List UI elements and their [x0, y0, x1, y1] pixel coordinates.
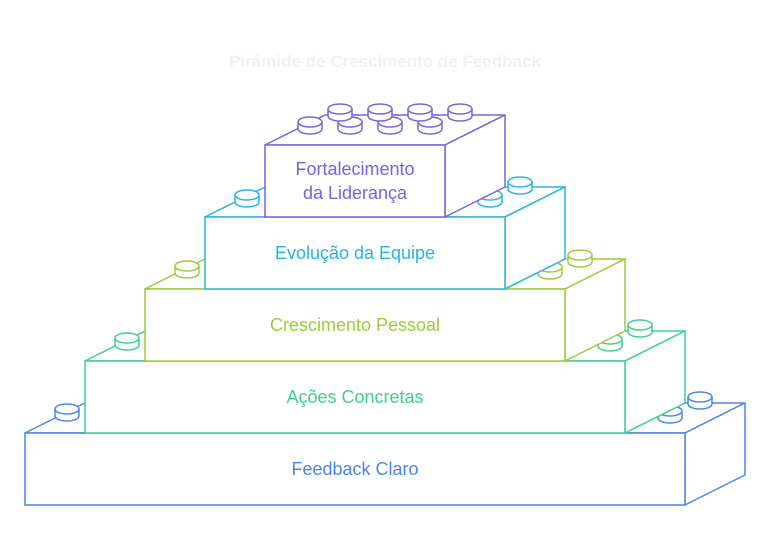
brick-stud	[627, 319, 653, 338]
brick-stud	[234, 189, 260, 208]
brick-fortalecimento-lideranca: Fortalecimento da Liderança	[264, 103, 506, 218]
brick-label: Fortalecimento da Liderança	[295, 159, 414, 203]
brick-stud	[367, 103, 393, 122]
brick-label: Evolução da Equipe	[275, 243, 435, 263]
brick-stud	[407, 103, 433, 122]
brick-stud	[567, 249, 593, 268]
brick-stud	[447, 103, 473, 122]
brick-front-face	[204, 216, 506, 290]
brick-stud	[337, 116, 363, 135]
brick-label: Crescimento Pessoal	[270, 315, 440, 335]
page-title: Pirâmide de Crescimento de Feedback	[229, 52, 541, 71]
brick-label-line: Evolução da Equipe	[275, 243, 435, 263]
brick-label: Ações Concretas	[286, 387, 423, 407]
brick-stud	[297, 116, 323, 135]
brick-front-face	[84, 360, 626, 434]
brick-stack: Feedback Claro Ações Concretas Crescimento…	[24, 103, 746, 506]
brick-front-face	[144, 288, 566, 362]
brick-label-line: da Liderança	[303, 183, 408, 203]
brick-front-face	[264, 144, 446, 218]
brick-stud	[174, 260, 200, 279]
brick-stud	[327, 103, 353, 122]
brick-label-line: Ações Concretas	[286, 387, 423, 407]
brick-label: Feedback Claro	[291, 459, 418, 479]
brick-stud	[114, 332, 140, 351]
brick-stud	[54, 403, 80, 422]
brick-label-line: Fortalecimento	[295, 159, 414, 179]
brick-front-face	[24, 432, 686, 506]
brick-evolucao-equipe: Evolução da Equipe	[204, 176, 566, 290]
brick-label-line: Feedback Claro	[291, 459, 418, 479]
brick-stud	[507, 176, 533, 195]
brick-label-line: Crescimento Pessoal	[270, 315, 440, 335]
brick-stud	[687, 391, 713, 410]
